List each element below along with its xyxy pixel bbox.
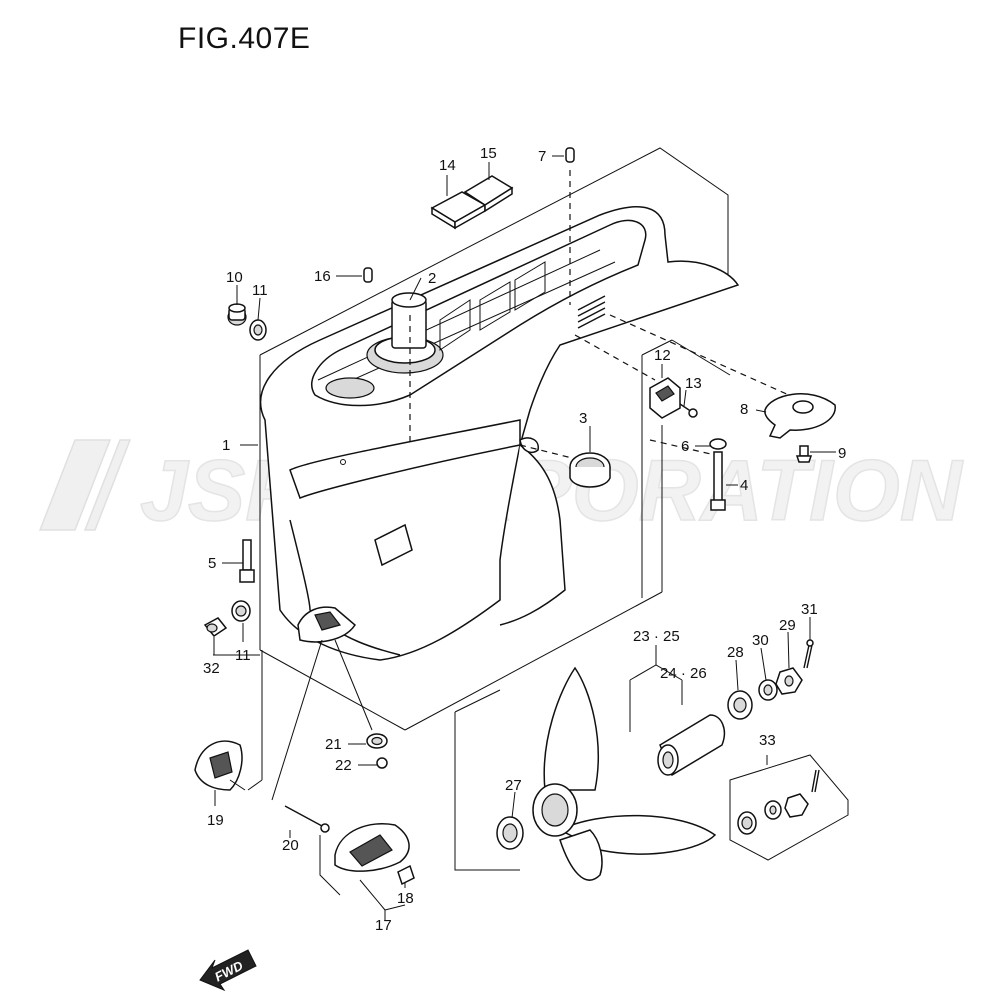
part-30-washer [758, 679, 778, 701]
part-15-plate [463, 175, 514, 213]
part-17-anode [334, 823, 410, 872]
callout-23-25: 23 · 25 [633, 628, 680, 645]
assembly-dashed-lines [409, 170, 801, 461]
callout-labels: 1 2 3 4 5 6 7 8 9 10 11 11 12 13 14 15 1… [203, 145, 846, 934]
callout-18: 18 [397, 890, 414, 907]
part-12-mount [649, 377, 681, 419]
callout-30: 30 [752, 632, 769, 649]
callout-20: 20 [282, 837, 299, 854]
propeller [532, 666, 717, 881]
callout-29: 29 [779, 617, 796, 634]
part-31-cotter-pin [803, 639, 814, 669]
forward-direction-arrow: FWD [199, 949, 257, 992]
callout-32: 32 [203, 660, 220, 677]
callout-10: 10 [226, 269, 243, 286]
callout-9: 9 [838, 445, 846, 462]
part-8-trim-tab [764, 393, 836, 439]
callout-22: 22 [335, 757, 352, 774]
part-21-sleeve [366, 733, 388, 749]
callout-15: 15 [480, 145, 497, 162]
part-32-plug [203, 617, 228, 638]
part-24-26-bushing [657, 714, 726, 777]
part-6-washer [709, 438, 727, 450]
callout-2: 2 [428, 270, 436, 287]
callout-33: 33 [759, 732, 776, 749]
part-5-bolt [239, 539, 255, 583]
gear-case-frame [259, 147, 731, 731]
callout-7: 7 [538, 148, 546, 165]
callout-21: 21 [325, 736, 342, 753]
callout-12: 12 [654, 347, 671, 364]
part-33-kit [729, 754, 849, 861]
part-18-nut [397, 864, 415, 886]
part-29-nut [775, 667, 803, 695]
part-11-washer-lower [231, 600, 251, 622]
part-28-spacer [727, 690, 753, 720]
callout-1: 1 [222, 437, 230, 454]
callout-19: 19 [207, 812, 224, 829]
part-4-bolt [710, 451, 726, 511]
callout-31: 31 [801, 601, 818, 618]
callout-3: 3 [579, 410, 587, 427]
part-10-plug [227, 303, 247, 326]
callout-11-lower: 11 [235, 647, 251, 664]
part-3-bushing [569, 452, 611, 488]
callout-14: 14 [439, 157, 456, 174]
callout-24-26: 24 · 26 [660, 665, 707, 682]
callout-4: 4 [740, 477, 748, 494]
callout-5: 5 [208, 555, 216, 572]
vent-slots [577, 295, 606, 329]
callout-8: 8 [740, 401, 748, 418]
callout-27: 27 [505, 777, 522, 794]
part-22-bolt [376, 757, 388, 769]
part-27-thrust-washer [496, 816, 524, 850]
callout-16: 16 [314, 268, 331, 285]
callout-6: 6 [681, 438, 689, 455]
part-16-pin [363, 267, 373, 283]
part-20-bolt [284, 805, 330, 833]
leader-lines [213, 155, 836, 920]
callout-28: 28 [727, 644, 744, 661]
part-11-washer [249, 319, 267, 341]
part-7-pin [565, 147, 575, 163]
callout-11-upper: 11 [252, 282, 268, 299]
part-9-bolt [795, 445, 813, 463]
callout-13: 13 [685, 375, 702, 392]
gear-case-body [259, 206, 740, 661]
figure-title: FIG.407E [178, 22, 311, 55]
part-19-anode [194, 740, 246, 791]
part-13-bolt [679, 403, 698, 418]
callout-17: 17 [375, 917, 392, 934]
